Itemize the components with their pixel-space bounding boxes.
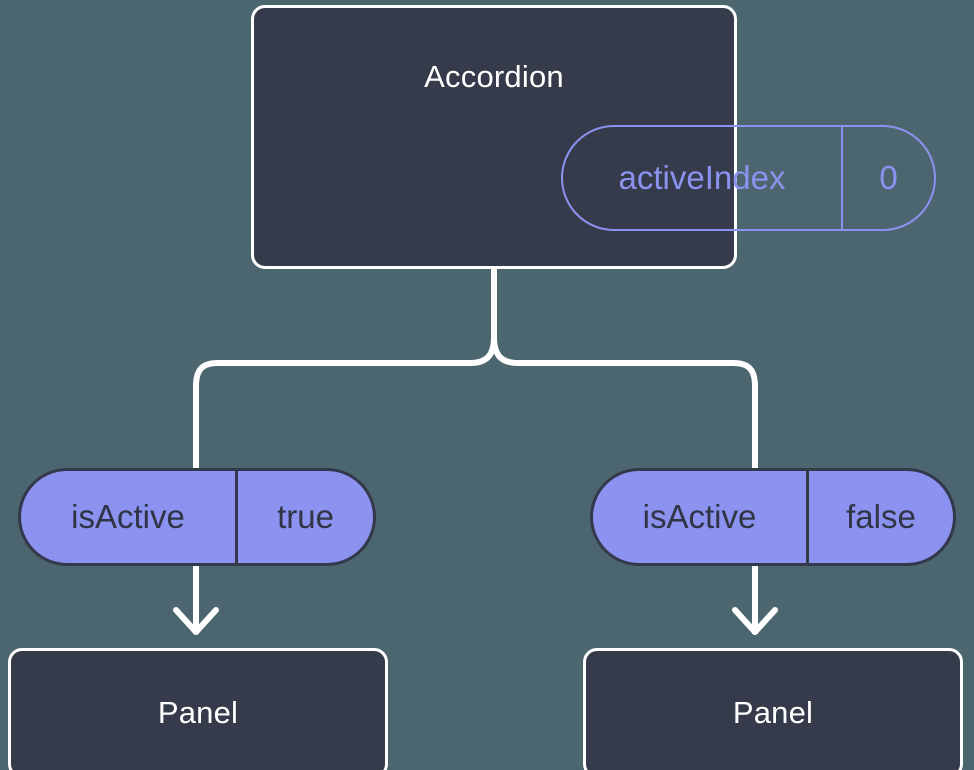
node-panel-left[interactable]: Panel: [8, 648, 388, 770]
prop-pill-isactive-false-key: isActive: [642, 498, 757, 535]
prop-pill-isactive-true-key: isActive: [71, 498, 185, 535]
prop-pill-isactive-true-value: true: [235, 471, 373, 563]
node-panel-right[interactable]: Panel: [583, 648, 963, 770]
prop-pill-isactive-true[interactable]: isActive true: [18, 468, 376, 566]
connector-branch-left: [193, 334, 497, 471]
node-panel-right-title: Panel: [732, 695, 814, 730]
state-pill-activeindex[interactable]: activeIndex 0: [561, 125, 936, 231]
state-pill-activeindex-value: 0: [841, 127, 934, 229]
node-panel-left-title: Panel: [157, 695, 239, 730]
node-accordion-title: Accordion: [424, 59, 564, 94]
connector-branch-right: [491, 334, 758, 471]
state-pill-activeindex-key: activeIndex: [618, 159, 786, 196]
prop-pill-isactive-false-value: false: [806, 471, 953, 563]
node-accordion[interactable]: Accordion activeIndex 0: [251, 5, 936, 269]
arrow-down-icon-left: [173, 607, 219, 635]
arrow-down-icon-right: [732, 607, 778, 635]
prop-pill-isactive-false[interactable]: isActive false: [590, 468, 956, 566]
